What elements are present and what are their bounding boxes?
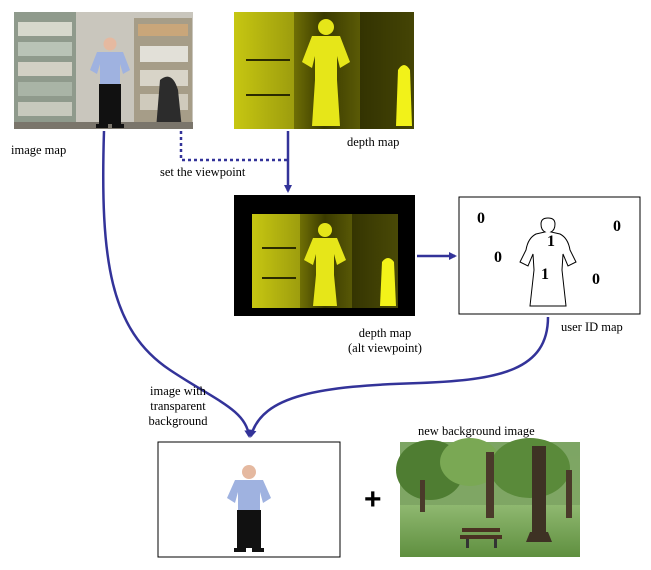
image-map-label: image map	[11, 143, 67, 157]
user-id-value: 0	[592, 271, 600, 288]
transparent-label-line3: background	[148, 414, 208, 428]
viewpoint-dotted-connector	[179, 131, 288, 162]
user-id-map-label: user ID map	[561, 320, 623, 334]
image-map-photo	[14, 12, 193, 129]
depth-alt-label: depth map (alt viewpoint)	[330, 326, 440, 356]
depth-alt-label-line1: depth map	[358, 326, 412, 340]
depth-map-label: depth map	[347, 135, 400, 149]
user-id-value: 0	[494, 249, 502, 266]
transparent-image-box	[157, 441, 341, 558]
depth-map-alt-image	[234, 195, 415, 316]
plus-sign: +	[364, 483, 382, 516]
new-background-photo	[396, 438, 580, 557]
new-background-label: new background image	[418, 424, 535, 438]
user-id-value: 1	[547, 233, 555, 250]
userid-to-transparent-arrow	[248, 316, 550, 438]
user-id-value: 0	[613, 218, 621, 235]
user-id-value: 1	[541, 266, 549, 283]
set-viewpoint-label: set the viewpoint	[160, 165, 246, 179]
depth-map-image	[234, 12, 414, 129]
depth-alt-label-line2: (alt viewpoint)	[348, 341, 422, 355]
user-id-value: 0	[477, 210, 485, 227]
user-id-map-box	[458, 196, 641, 315]
image-to-transparent-arrow	[101, 130, 253, 438]
transparent-label-line1: image with	[150, 384, 206, 398]
transparent-label-line2: transparent	[150, 399, 206, 413]
transparent-image-label: image with transparent background	[128, 384, 228, 429]
